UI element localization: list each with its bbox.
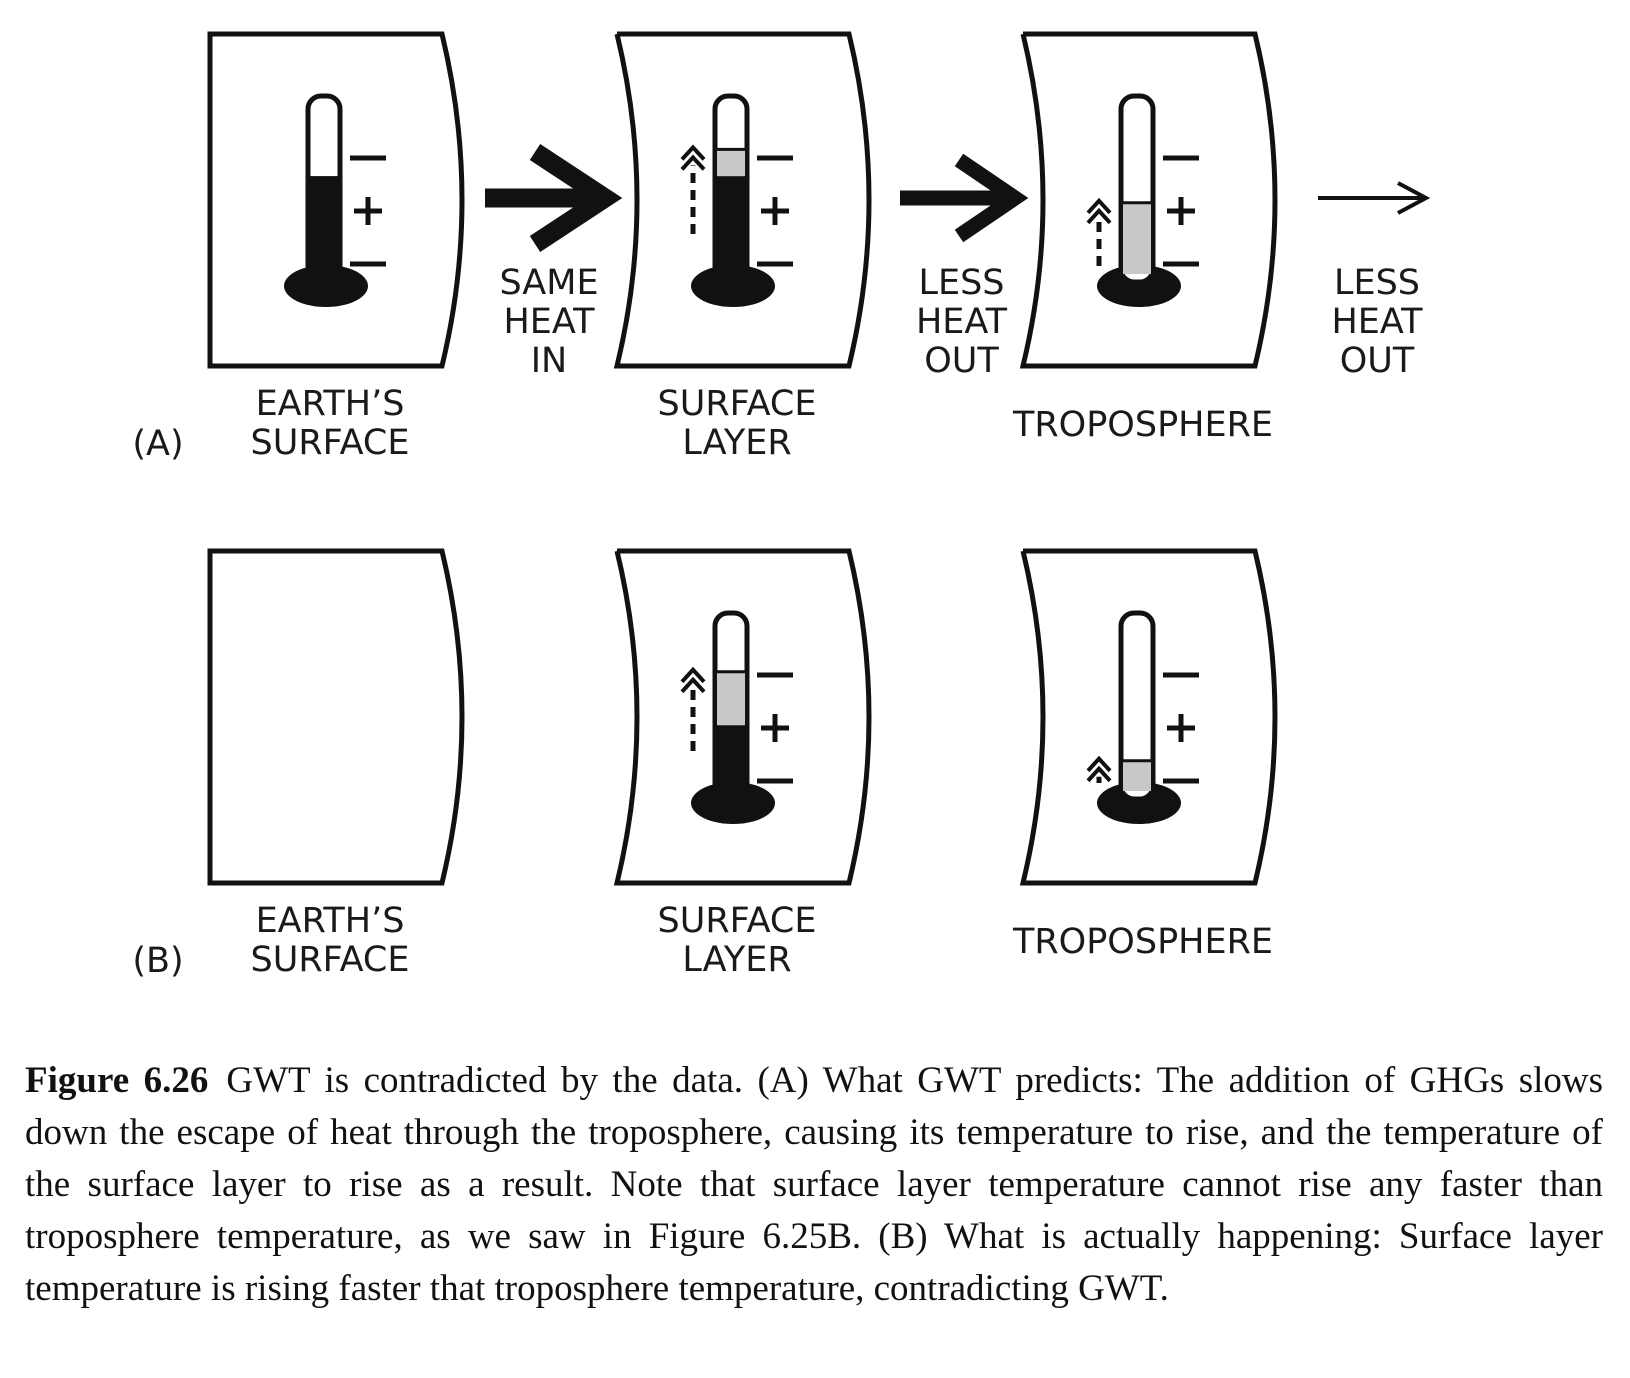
- thermometer-fill-black: [717, 176, 745, 284]
- rise-arrow-head-inner: [1086, 765, 1112, 783]
- layer-box-outline: [613, 31, 872, 369]
- thermometer-fill-black: [310, 176, 338, 284]
- layer-box-outline: [1019, 31, 1278, 369]
- layer-box-outline: [613, 548, 872, 886]
- rise-arrow-head: [1086, 755, 1112, 773]
- arrow-label-line: IN: [531, 341, 568, 381]
- layer-label: TROPOSPHERE: [1012, 922, 1273, 962]
- layer-box: [613, 31, 872, 369]
- arrow-label-line: HEAT: [916, 302, 1008, 342]
- layer-box: [1019, 548, 1278, 886]
- layer-label-line: TROPOSPHERE: [1012, 922, 1273, 962]
- layer-box-outline: [1019, 548, 1278, 886]
- caption-text: GWT is contradicted by the data. (A) Wha…: [25, 1060, 1603, 1309]
- thermometer-bulb: [284, 265, 368, 307]
- panel-letter: (B): [132, 941, 183, 981]
- thermometer-fill-gray: [1123, 760, 1151, 791]
- thermometer-fill-gray: [717, 671, 745, 726]
- layer-label-line: LAYER: [682, 940, 791, 980]
- layer-box-outline: [207, 548, 465, 886]
- thermometer-icon: [680, 93, 793, 307]
- arrow-label-line: SAME: [499, 263, 598, 303]
- arrow-head: [1397, 181, 1431, 215]
- layer-label: TROPOSPHERE: [1012, 405, 1273, 445]
- arrow-label-line: HEAT: [503, 302, 595, 342]
- figure-label: Figure 6.26: [25, 1060, 209, 1101]
- layer-label-line: SURFACE: [658, 384, 817, 424]
- thermometer-bulb: [691, 265, 775, 307]
- thermometer-bulb: [691, 782, 775, 824]
- rise-arrow-head: [680, 666, 706, 684]
- layer-box: [207, 31, 465, 369]
- rise-arrow-head-inner: [680, 676, 706, 694]
- layer-label-line: SURFACE: [658, 901, 817, 941]
- layer-box: [613, 548, 872, 886]
- layer-box: [1019, 31, 1278, 369]
- layer-label-line: EARTH’S: [256, 384, 405, 424]
- thermometer-icon: [1086, 610, 1199, 824]
- layer-label-line: SURFACE: [251, 940, 410, 980]
- layer-label-line: LAYER: [682, 423, 791, 463]
- thermometer-fill-gray: [1123, 202, 1151, 274]
- arrow-label-line: LESS: [918, 263, 1004, 303]
- arrow-head: [954, 153, 1029, 243]
- thermometer-fill-gray: [717, 149, 745, 177]
- rise-arrow-head: [680, 144, 706, 161]
- layer-box: [207, 548, 465, 886]
- arrow-head: [529, 144, 623, 252]
- layer-label-line: EARTH’S: [256, 901, 405, 941]
- thermometer-icon: [284, 93, 386, 307]
- thermometer-icon: [1086, 93, 1199, 307]
- arrow-label-line: OUT: [924, 341, 999, 381]
- layer-label-line: TROPOSPHERE: [1012, 405, 1273, 445]
- rise-arrow-head-inner: [680, 154, 706, 171]
- rise-arrow-head: [1086, 197, 1112, 215]
- thermometer-icon: [680, 610, 793, 824]
- layer-box-outline: [207, 31, 465, 369]
- panel-letter: (A): [132, 424, 183, 464]
- arrow-label-line: OUT: [1340, 341, 1415, 381]
- heat-flow-arrow: [1318, 181, 1431, 215]
- rise-arrow-head-inner: [1086, 207, 1112, 225]
- arrow-label-line: LESS: [1334, 263, 1420, 303]
- layer-label-line: SURFACE: [251, 423, 410, 463]
- arrow-label-line: HEAT: [1331, 302, 1423, 342]
- heat-flow-arrow: [900, 153, 1029, 243]
- thermometer-bulb: [1097, 265, 1181, 307]
- thermometer-bulb: [1097, 782, 1181, 824]
- thermometer-fill-black: [717, 725, 745, 801]
- thermometer-tube: [1118, 610, 1156, 802]
- heat-flow-arrow: [485, 144, 623, 252]
